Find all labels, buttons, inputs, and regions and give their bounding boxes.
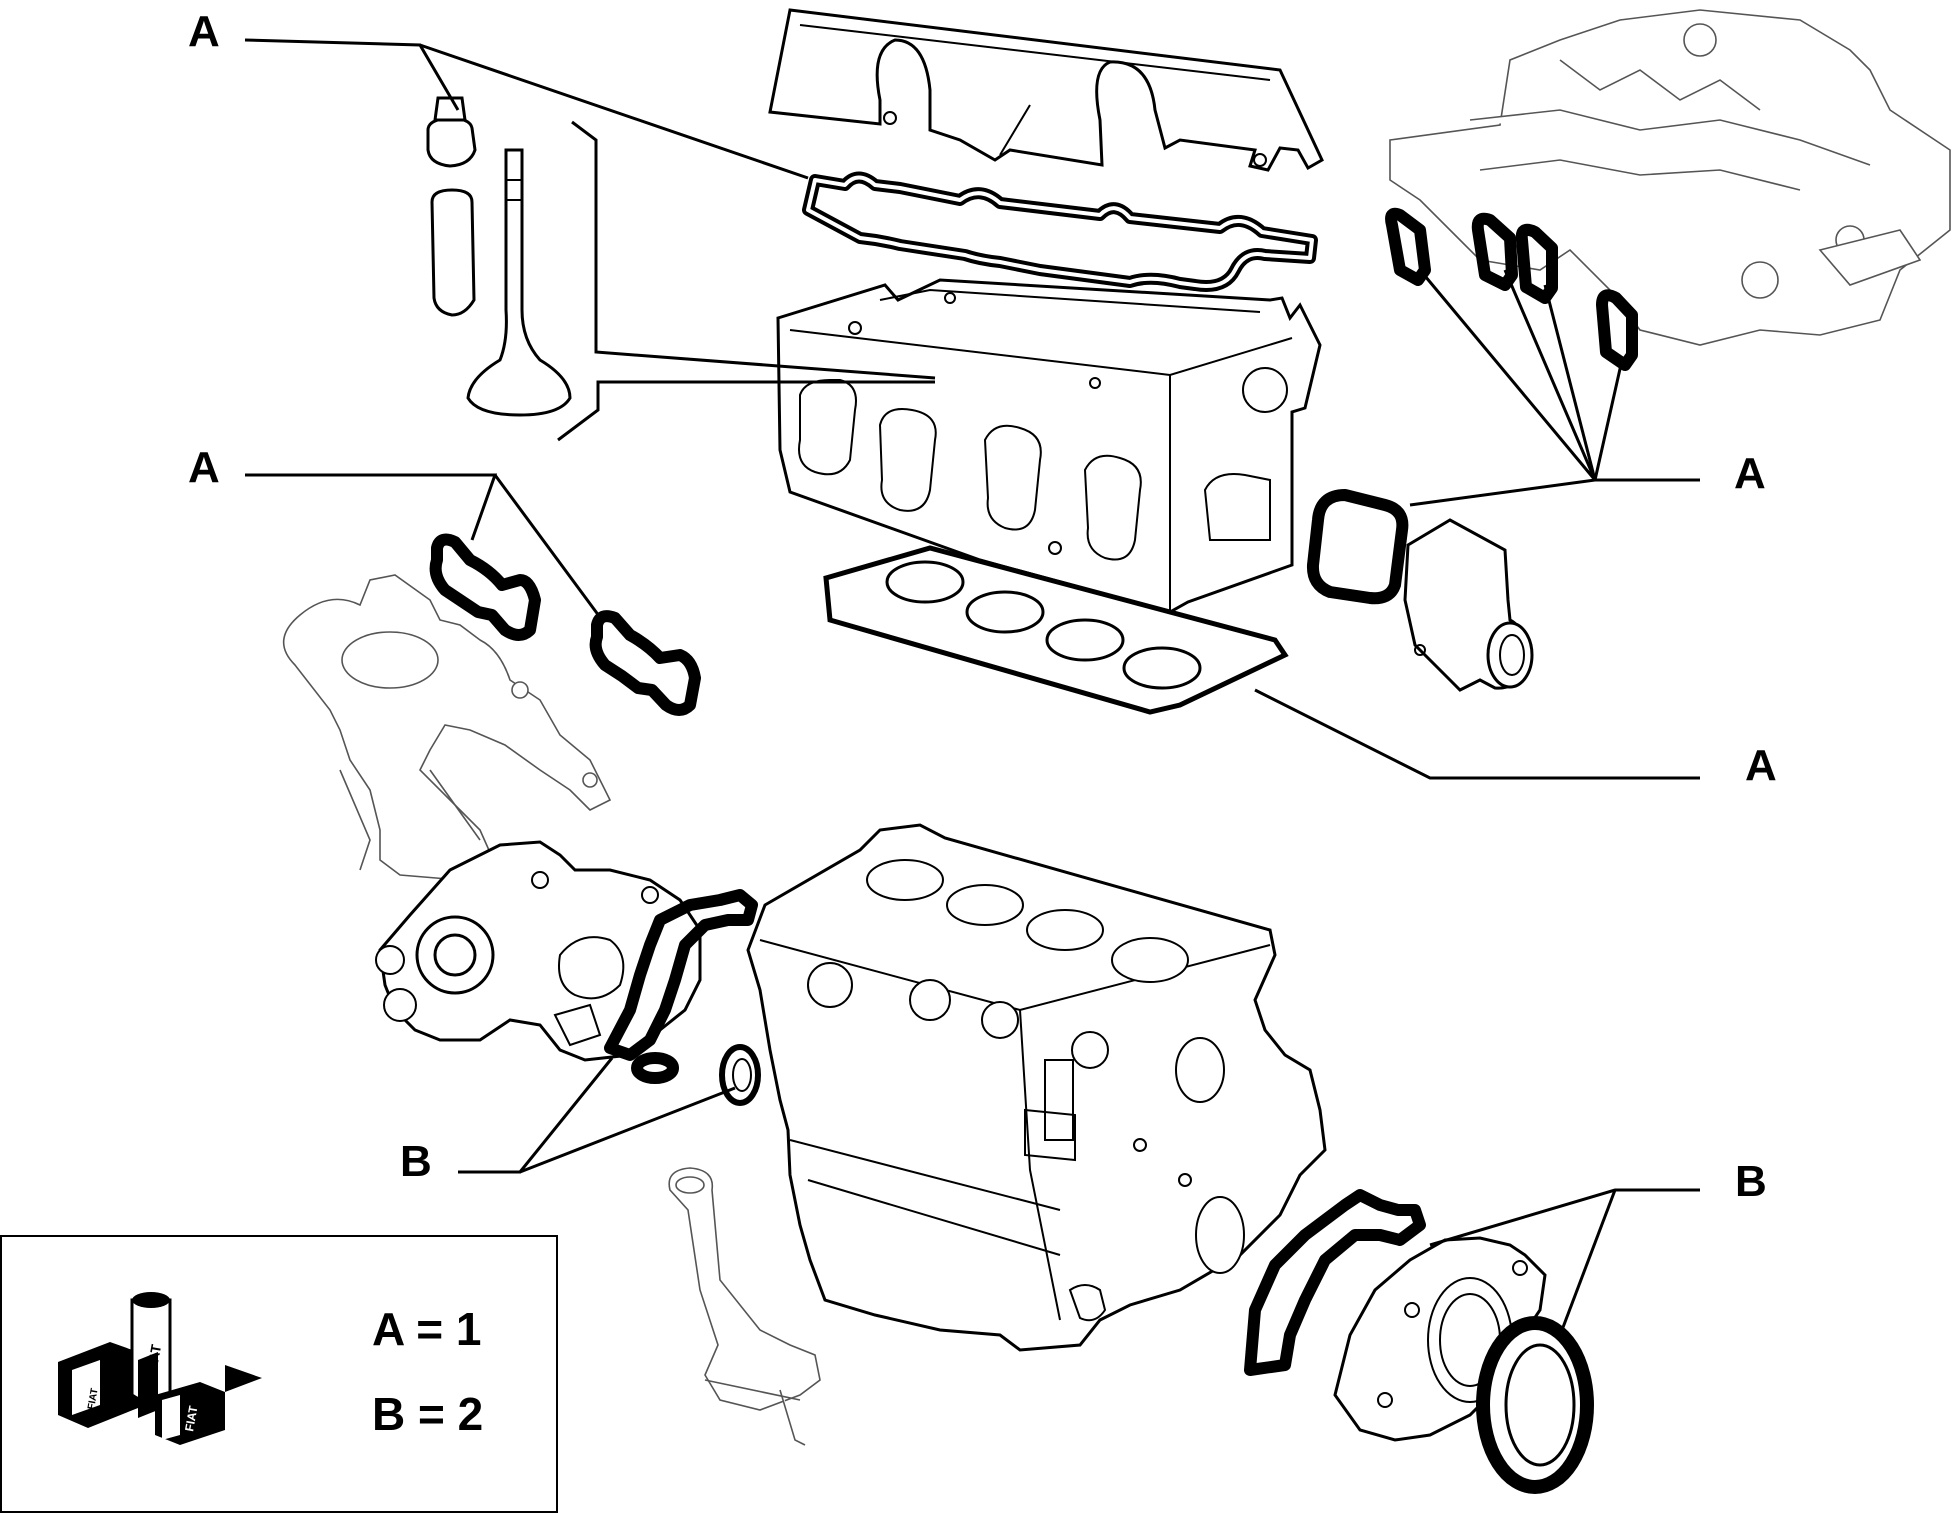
kit-label-front: FIAT: [86, 1387, 101, 1410]
engine-block: [746, 823, 1327, 1352]
callout-a-right-lower: A: [1745, 741, 1777, 790]
oil-seals-small: [631, 1044, 761, 1106]
valve-cover: [768, 8, 1324, 172]
exhaust-manifold: [282, 574, 612, 881]
callout-a-right-upper: A: [1734, 449, 1766, 498]
rear-seal-gasket: [1244, 1189, 1426, 1376]
valve-leader-line: [571, 120, 936, 380]
oil-pump-gasket: [604, 889, 758, 1061]
kit-label-vertical: FIAT: [143, 1343, 164, 1376]
callout-b-right: B: [1735, 1157, 1767, 1206]
exhaust-gaskets: [429, 533, 701, 716]
leader-lines: [244, 38, 1700, 1331]
rear-oil-seal: [1476, 1316, 1594, 1494]
oil-pump: [375, 840, 702, 1062]
oil-pickup: [668, 1167, 821, 1446]
kit-label-side: FIAT: [182, 1404, 200, 1432]
legend-row-b: B = 2: [372, 1388, 483, 1440]
legend-row-a: A = 1: [372, 1303, 482, 1355]
valve-parts: [426, 96, 572, 417]
cylinder-head: [776, 278, 1322, 614]
legend-box: FIAT FIAT FIAT A = 1 B = 2: [0, 1235, 558, 1513]
valve-cover-gasket: [802, 171, 1318, 292]
intake-manifold: [1389, 9, 1951, 346]
head-gasket: [823, 545, 1289, 715]
callout-a-top: A: [188, 7, 220, 56]
callout-a-left: A: [188, 443, 220, 492]
thermostat-housing: [1403, 518, 1534, 692]
callout-b-left: B: [400, 1137, 432, 1186]
thermostat-gasket: [1306, 489, 1409, 605]
gasket-kit-icon: FIAT FIAT FIAT: [58, 1292, 262, 1445]
valve-leader-line-2: [557, 380, 935, 442]
